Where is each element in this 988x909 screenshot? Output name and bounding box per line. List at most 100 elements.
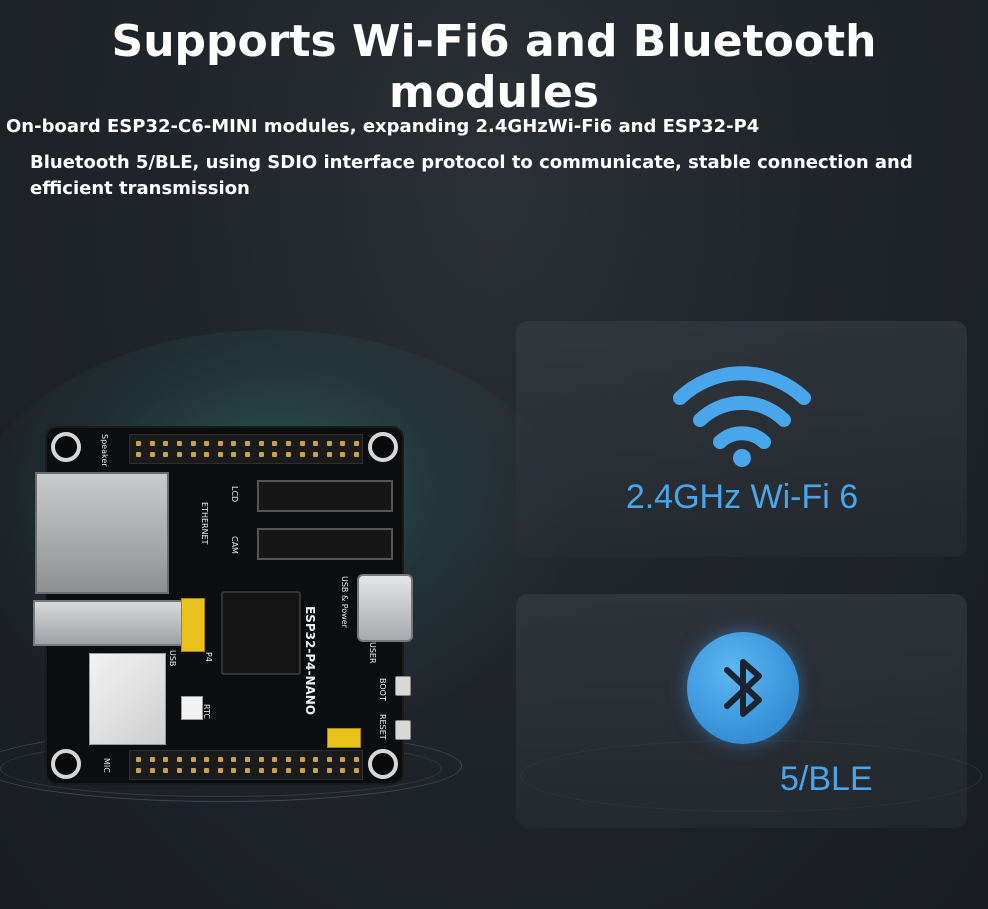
header-pin bbox=[354, 452, 359, 457]
silk-usb-power: USB & Power bbox=[340, 576, 349, 628]
header-pin bbox=[136, 757, 141, 762]
header-pin bbox=[272, 757, 278, 762]
header-pin bbox=[190, 441, 196, 446]
yellow-header bbox=[327, 728, 361, 748]
header-pin bbox=[340, 768, 346, 773]
header-pin bbox=[258, 452, 264, 457]
header-pin bbox=[313, 452, 319, 457]
header-pin bbox=[326, 757, 332, 762]
mounting-hole bbox=[368, 749, 398, 779]
header-pin bbox=[272, 452, 278, 457]
yellow-header bbox=[181, 598, 205, 652]
bluetooth-icon bbox=[724, 659, 762, 717]
wifi-icon bbox=[673, 366, 811, 467]
header-pin bbox=[231, 757, 237, 762]
mounting-hole bbox=[368, 432, 398, 462]
header-pin bbox=[204, 441, 210, 446]
header-pin bbox=[176, 768, 182, 773]
header-pin bbox=[272, 768, 278, 773]
ble-label: 5/BLE bbox=[780, 760, 873, 798]
header-pin bbox=[245, 452, 250, 457]
connector-white bbox=[181, 696, 203, 720]
header-pin bbox=[217, 757, 223, 762]
header-pin bbox=[258, 768, 264, 773]
header-pin bbox=[163, 757, 169, 762]
top-pin-header bbox=[129, 434, 363, 464]
header-pin bbox=[217, 441, 223, 446]
header-pin bbox=[231, 768, 237, 773]
header-pin bbox=[326, 452, 332, 457]
reset-button bbox=[395, 720, 411, 740]
silk-p4: P4 bbox=[204, 652, 213, 662]
bluetooth-badge bbox=[687, 632, 799, 744]
usb-c-port bbox=[357, 574, 413, 642]
ethernet-jack bbox=[35, 472, 169, 594]
esp32-c6-mini-module bbox=[89, 653, 166, 745]
header-pin bbox=[190, 757, 196, 762]
silk-speaker: Speaker bbox=[100, 434, 109, 467]
header-pin bbox=[190, 768, 196, 773]
header-pin bbox=[258, 757, 264, 762]
header-pin bbox=[340, 757, 346, 762]
header-pin bbox=[163, 452, 169, 457]
header-pin bbox=[149, 768, 155, 773]
board-model-label: ESP32-P4-NANO bbox=[303, 606, 317, 716]
cam-connector bbox=[257, 528, 393, 560]
header-pin bbox=[217, 452, 223, 457]
silk-user: USER bbox=[368, 642, 377, 664]
esp32-p4-chip bbox=[221, 591, 301, 675]
header-pin bbox=[272, 441, 278, 446]
header-pin bbox=[245, 441, 250, 446]
header-pin bbox=[354, 441, 359, 446]
header-pin bbox=[285, 452, 291, 457]
wifi-label: 2.4GHz Wi-Fi 6 bbox=[625, 478, 859, 516]
header-pin bbox=[340, 452, 346, 457]
header-pin bbox=[149, 441, 155, 446]
usb-a-port bbox=[33, 600, 187, 646]
header-pin bbox=[299, 452, 305, 457]
header-pin bbox=[136, 452, 141, 457]
header-pin bbox=[313, 441, 319, 446]
header-pin bbox=[163, 441, 169, 446]
silk-cam: CAM bbox=[230, 536, 239, 554]
header-pin bbox=[163, 768, 169, 773]
header-pin bbox=[285, 757, 291, 762]
header-pin bbox=[326, 441, 332, 446]
header-pin bbox=[190, 452, 196, 457]
header-pin bbox=[354, 757, 359, 762]
header-pin bbox=[258, 441, 264, 446]
header-pin bbox=[354, 768, 359, 773]
header-pin bbox=[313, 757, 319, 762]
header-pin bbox=[285, 441, 291, 446]
silk-ethernet: ETHERNET bbox=[200, 502, 209, 545]
silk-rtc: RTC bbox=[202, 704, 211, 719]
header-pin bbox=[176, 441, 182, 446]
header-pin bbox=[313, 768, 319, 773]
header-pin bbox=[149, 452, 155, 457]
header-pin bbox=[204, 757, 210, 762]
header-pin bbox=[204, 768, 210, 773]
header-pin bbox=[245, 768, 250, 773]
header-pin bbox=[299, 441, 305, 446]
silk-usb: USB bbox=[168, 650, 177, 667]
silk-lcd: LCD bbox=[230, 486, 239, 503]
boot-button bbox=[395, 676, 411, 696]
silk-boot: BOOT bbox=[378, 678, 387, 701]
header-pin bbox=[326, 768, 332, 773]
lcd-connector bbox=[257, 480, 393, 512]
esp32-p4-nano-board: ESP32-P4-NANO Speaker LCD ETHERNET CAM U… bbox=[33, 428, 413, 783]
page-title: Supports Wi-Fi6 and Bluetooth modules bbox=[111, 16, 877, 118]
header-pin bbox=[245, 757, 250, 762]
header-pin bbox=[340, 441, 346, 446]
header-pin bbox=[231, 452, 237, 457]
header-pin bbox=[285, 768, 291, 773]
header-pin bbox=[204, 452, 210, 457]
header-pin bbox=[176, 452, 182, 457]
header-pin bbox=[217, 768, 223, 773]
mounting-hole bbox=[51, 749, 81, 779]
silk-mic: MIC bbox=[102, 758, 111, 773]
header-pin bbox=[299, 768, 305, 773]
header-pin bbox=[136, 768, 141, 773]
header-pin bbox=[176, 757, 182, 762]
header-pin bbox=[149, 757, 155, 762]
